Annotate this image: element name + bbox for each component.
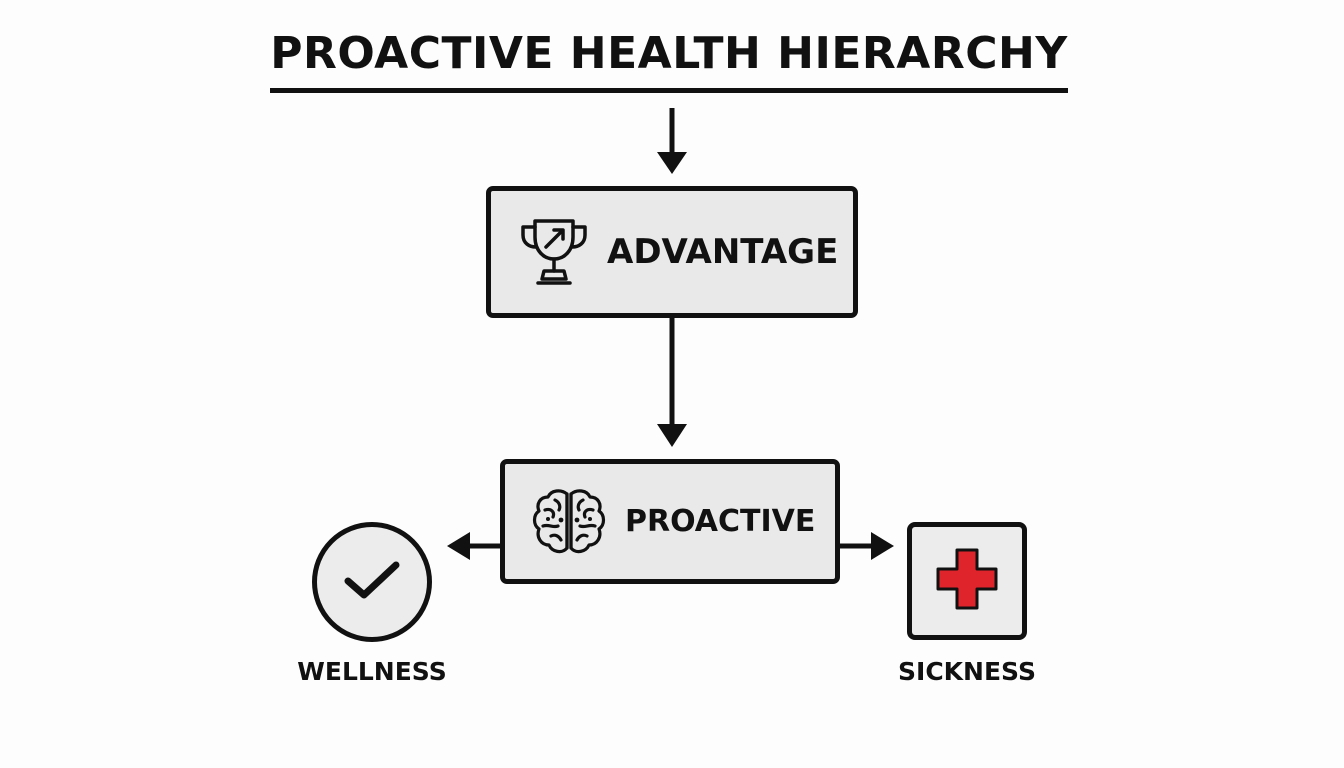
outcome-sickness [907,522,1027,640]
arrow-proactive-to-sickness [840,532,894,560]
diagram-title: PROACTIVE HEALTH HIERARCHY [270,28,1068,79]
trophy-icon [517,215,591,289]
arrow-advantage-to-proactive [657,318,687,447]
medical-cross-icon [934,546,1000,616]
checkmark-icon [340,555,404,609]
outcome-label-wellness: WELLNESS [297,657,447,686]
title-underline [270,88,1068,93]
outcome-wellness [312,522,432,642]
arrow-proactive-to-wellness [447,532,500,560]
node-label-proactive: PROACTIVE [625,504,816,539]
outcome-label-sickness: SICKNESS [898,657,1036,686]
node-proactive: PROACTIVE [500,459,840,584]
node-advantage: ADVANTAGE [486,186,858,318]
arrow-title-to-advantage [657,108,687,174]
node-label-advantage: ADVANTAGE [607,232,839,272]
brain-icon [531,486,607,558]
